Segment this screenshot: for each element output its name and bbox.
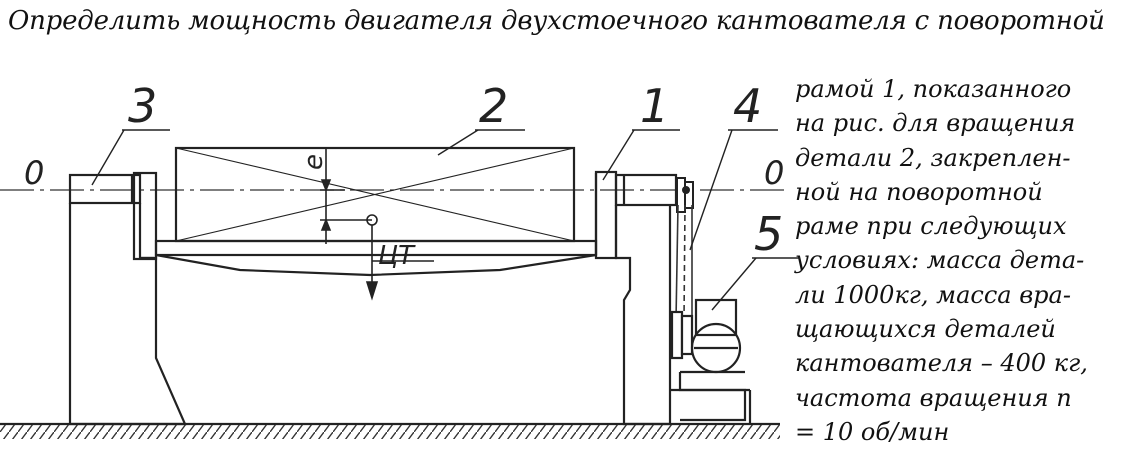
workpiece-part-2 xyxy=(174,146,576,243)
callout-1: 1 xyxy=(640,79,669,133)
callout-leaders xyxy=(91,129,800,311)
belt-drive xyxy=(675,204,693,321)
cg-marker xyxy=(320,148,434,301)
axis-label-left: 0 xyxy=(24,154,44,192)
callout-5: 5 xyxy=(754,207,783,261)
motor-base xyxy=(670,388,752,424)
problem-statement-title: Определить мощность двигателя двухстоечн… xyxy=(8,6,1105,36)
text-line: = 10 об/мин xyxy=(795,417,950,446)
problem-statement-continuation: рамой 1, показанного на рис. для вращени… xyxy=(795,72,1135,449)
motor-unit xyxy=(670,298,747,422)
cg-label: ЦТ xyxy=(378,241,416,271)
text-line: кантователя – 400 кг, xyxy=(795,349,1088,378)
text-line: условиях: масса дета- xyxy=(795,246,1085,275)
text-line: раме при следующих xyxy=(795,212,1067,241)
text-line: детали 2, закреплен- xyxy=(795,143,1071,172)
callout-2: 2 xyxy=(479,79,508,133)
text-line: частота вращения n xyxy=(795,383,1072,412)
tilter-drawing: 0 0 xyxy=(0,79,800,439)
left-frame-bearing xyxy=(132,171,158,261)
callout-4: 4 xyxy=(733,79,762,133)
text-line: ной на поворотной xyxy=(795,177,1043,206)
text-line: щающихся деталей xyxy=(795,315,1056,344)
eccentricity-label: e xyxy=(299,154,329,170)
callout-3: 3 xyxy=(128,79,157,133)
left-stand xyxy=(68,173,187,426)
shaft-pulley xyxy=(676,177,694,213)
text-line: рамой 1, показанного xyxy=(795,75,1072,103)
ground-hatching xyxy=(0,422,780,439)
right-stand xyxy=(594,170,678,426)
text-line: на рис. для вращения xyxy=(795,109,1076,138)
text-line: ли 1000кг, масса вра- xyxy=(795,280,1071,309)
axis-label-right: 0 xyxy=(764,154,784,192)
